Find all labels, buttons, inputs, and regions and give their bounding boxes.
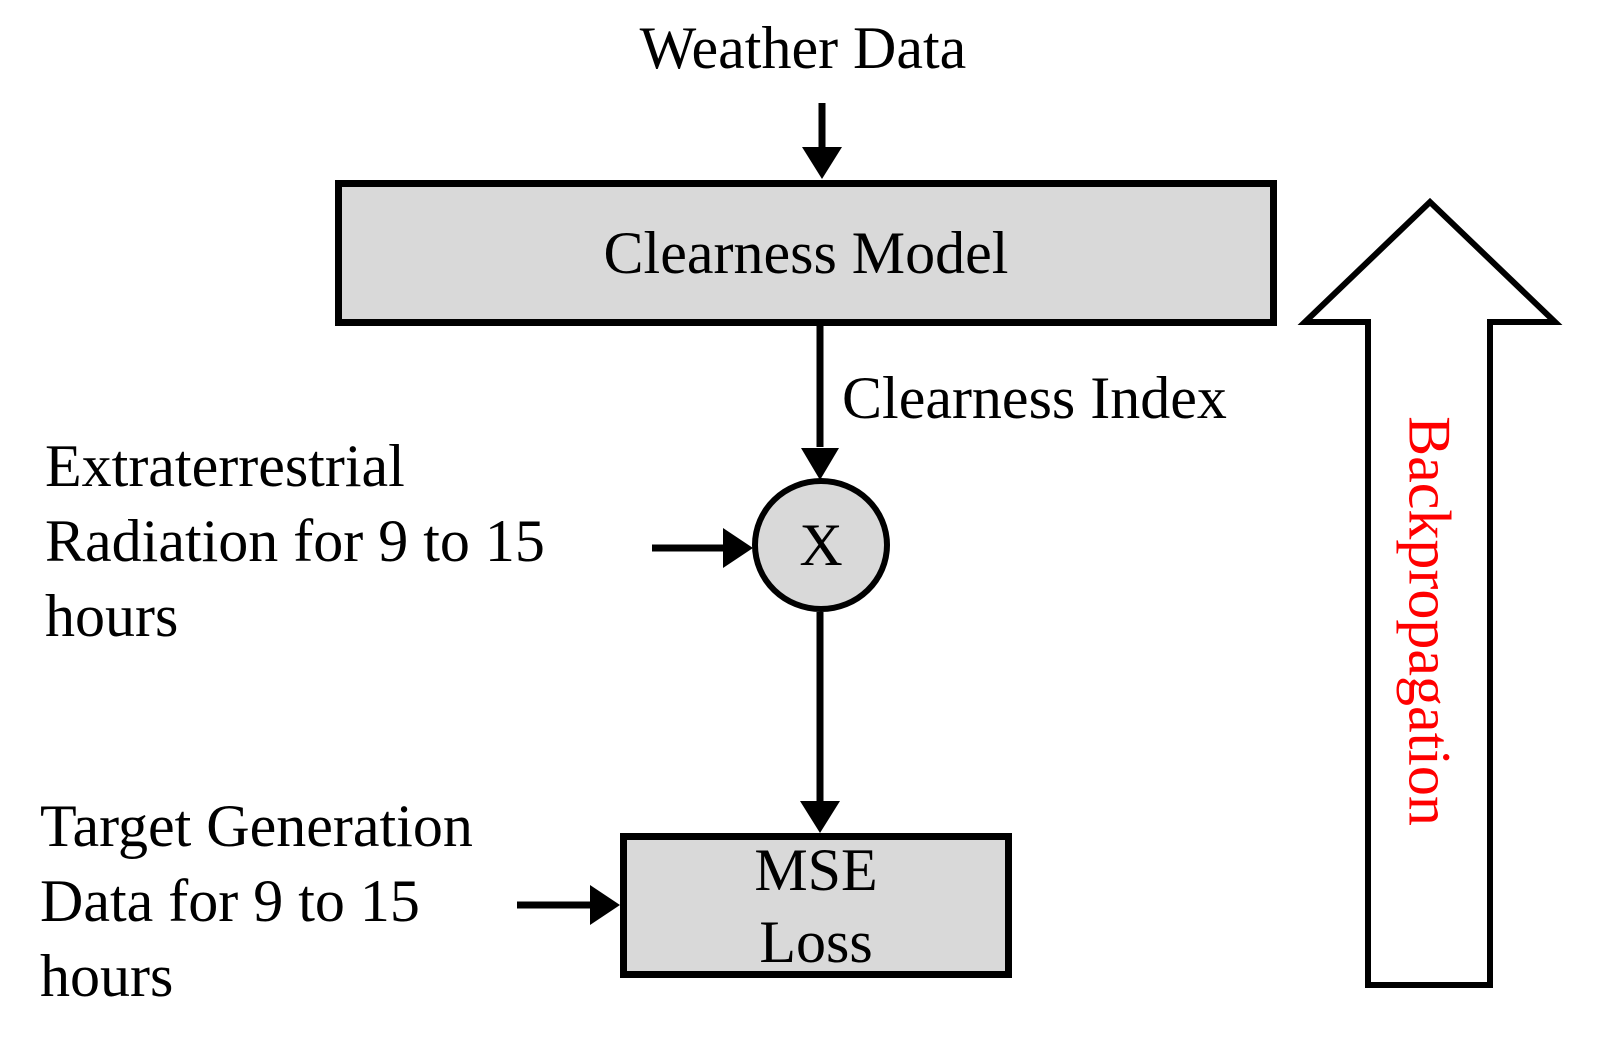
arrow-weather-to-model bbox=[802, 103, 842, 179]
mse-loss-label: MSE Loss bbox=[754, 836, 878, 975]
clearness-model-label: Clearness Model bbox=[603, 219, 1009, 286]
multiply-operator-node: X bbox=[752, 478, 890, 612]
clearness-index-label: Clearness Index bbox=[842, 365, 1227, 431]
mse-loss-node: MSE Loss bbox=[620, 833, 1012, 978]
weather-data-label: Weather Data bbox=[639, 15, 967, 81]
multiply-operator-label: X bbox=[799, 511, 843, 578]
target-input-label: Target Generation Data for 9 to 15 hours bbox=[40, 793, 473, 1009]
arrow-extraterrestrial-to-multiply bbox=[652, 528, 753, 568]
backpropagation-label: Backpropagation bbox=[1396, 416, 1463, 826]
arrow-model-to-multiply bbox=[801, 326, 839, 480]
backpropagation-arrow bbox=[1297, 197, 1563, 988]
arrow-multiply-to-mse bbox=[800, 612, 840, 833]
arrow-target-to-mse bbox=[517, 885, 620, 925]
clearness-model-node: Clearness Model bbox=[335, 180, 1277, 326]
extraterrestrial-input-label: Extraterrestrial Radiation for 9 to 15 h… bbox=[45, 433, 545, 649]
